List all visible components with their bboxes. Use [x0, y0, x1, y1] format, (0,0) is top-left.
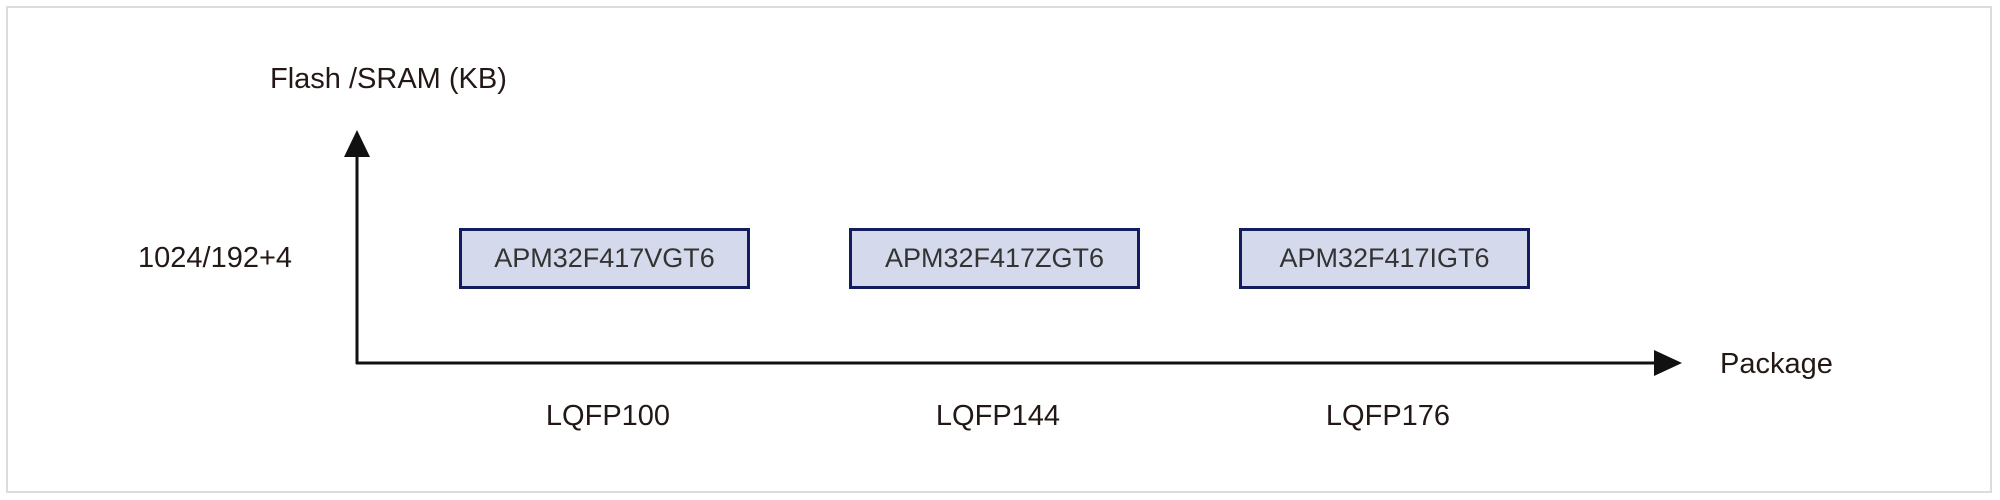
x-axis-arrowhead [1654, 350, 1682, 376]
x-axis-label: Package [1720, 348, 1833, 380]
part-box-apm32f417vgt6: APM32F417VGT6 [459, 228, 750, 289]
y-axis-label: Flash /SRAM (KB) [270, 63, 507, 95]
package-label-lqfp176: LQFP176 [1325, 400, 1451, 432]
part-box-apm32f417zgt6: APM32F417ZGT6 [849, 228, 1140, 289]
package-label-lqfp144: LQFP144 [935, 400, 1061, 432]
package-label-lqfp100: LQFP100 [545, 400, 671, 432]
y-axis-arrowhead [344, 130, 370, 157]
part-box-apm32f417igt6: APM32F417IGT6 [1239, 228, 1530, 289]
diagram-frame [6, 6, 1992, 493]
memory-level-label: 1024/192+4 [138, 242, 293, 274]
